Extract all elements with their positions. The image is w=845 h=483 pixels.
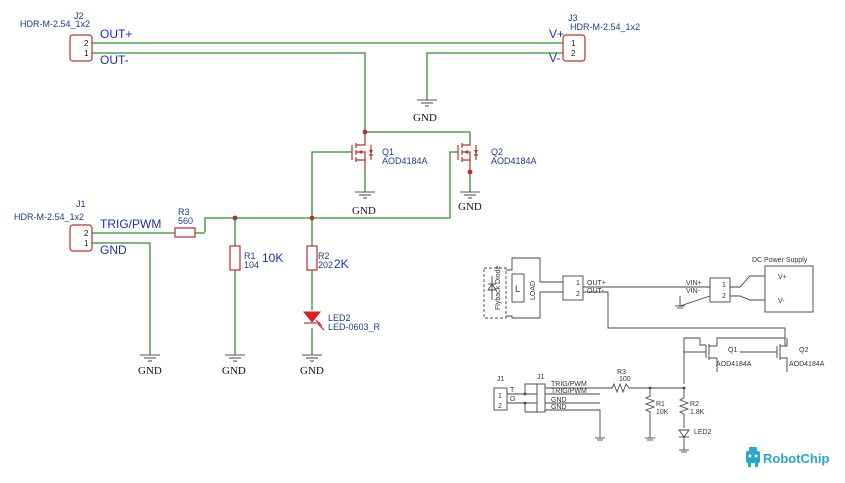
connector-j1: J1 HDR-M-2.54_1x2 2 1 TRIG/PWM GND bbox=[14, 199, 161, 257]
gnd-symbol-r1: GND bbox=[222, 354, 246, 377]
svg-text:2: 2 bbox=[498, 403, 502, 410]
j2-pin1: 1 bbox=[84, 49, 89, 58]
net-vplus: V+ bbox=[549, 27, 564, 41]
r1-value: 104 bbox=[244, 260, 259, 270]
j1-part: HDR-M-2.54_1x2 bbox=[14, 212, 84, 222]
j2-pin2: 2 bbox=[84, 39, 89, 48]
svg-text:LED2: LED2 bbox=[694, 429, 712, 436]
svg-text:GND: GND bbox=[413, 112, 437, 124]
mosfet-q2: Q2 AOD4184A bbox=[457, 143, 537, 170]
j1-pin2: 2 bbox=[84, 229, 89, 238]
brand-name: RobotChip bbox=[763, 451, 829, 466]
net-gnd: GND bbox=[100, 243, 127, 257]
inset-diagram: Flyback Diode L LOAD 1 2 OUT+ OUT- VIN+ … bbox=[483, 257, 825, 453]
svg-text:GND: GND bbox=[352, 205, 376, 217]
svg-text:T: T bbox=[510, 387, 515, 394]
inset-load-l: L bbox=[515, 284, 520, 294]
j3-ref: J3 bbox=[568, 13, 578, 23]
svg-text:10K: 10K bbox=[656, 409, 669, 416]
robot-icon bbox=[746, 447, 760, 467]
svg-text:Q2: Q2 bbox=[799, 347, 808, 354]
svg-text:1.8K: 1.8K bbox=[690, 409, 705, 416]
net-vminus: V- bbox=[549, 51, 560, 65]
inset-psu-vminus: V- bbox=[778, 298, 785, 305]
svg-text:1: 1 bbox=[576, 280, 580, 287]
led2-ref: LED2 bbox=[328, 313, 351, 323]
svg-text:J1: J1 bbox=[497, 376, 505, 383]
gnd-symbols: GND GND GND GND GND bbox=[138, 99, 482, 377]
connector-j3: J3 HDR-M-2.54_1x2 1 2 V+ V- bbox=[549, 13, 640, 65]
inset-out-plus: OUT+ bbox=[587, 280, 606, 287]
net-trig-pwm: TRIG/PWM bbox=[100, 217, 161, 231]
svg-text:GND: GND bbox=[458, 201, 482, 213]
connector-j2: J2 HDR-M-2.54_1x2 2 1 OUT+ OUT- bbox=[20, 11, 132, 67]
q2-ref: Q2 bbox=[491, 147, 503, 157]
svg-text:GND: GND bbox=[138, 365, 162, 377]
r2-note: 2K bbox=[334, 257, 349, 271]
j1-ref: J1 bbox=[76, 199, 86, 209]
resistor-r1: R1 104 10K bbox=[229, 245, 283, 271]
q1-ref: Q1 bbox=[382, 147, 394, 157]
inset-vin-minus: VIN- bbox=[686, 288, 701, 295]
inset-psu-label: DC Power Supply bbox=[752, 257, 808, 264]
mosfet-q1: Q1 AOD4184A bbox=[351, 132, 428, 170]
gnd-symbol-j3: GND bbox=[413, 99, 437, 124]
junction-dots bbox=[232, 129, 473, 221]
r1-ref: R1 bbox=[244, 251, 256, 261]
svg-text:R3: R3 bbox=[617, 369, 626, 376]
svg-text:GND: GND bbox=[551, 397, 567, 404]
svg-text:100: 100 bbox=[619, 376, 631, 383]
svg-text:TRIG/PWM: TRIG/PWM bbox=[551, 381, 587, 388]
gnd-symbol-q2: GND bbox=[458, 191, 482, 213]
q2-part: AOD4184A bbox=[491, 156, 537, 166]
net-out-minus: OUT- bbox=[100, 53, 129, 67]
r2-value: 202 bbox=[318, 260, 333, 270]
svg-text:AOD4184A: AOD4184A bbox=[789, 361, 825, 368]
j1-pin1: 1 bbox=[84, 239, 89, 248]
r3-ref: R3 bbox=[178, 207, 190, 217]
j3-part: HDR-M-2.54_1x2 bbox=[570, 22, 640, 32]
inset-psu-vplus: V+ bbox=[778, 274, 787, 281]
svg-text:R2: R2 bbox=[690, 401, 699, 408]
robotchip-logo: RobotChip bbox=[746, 447, 829, 467]
main-wires bbox=[92, 42, 563, 355]
resistor-r2: R2 202 2K bbox=[306, 245, 349, 271]
gnd-symbol-led: GND bbox=[300, 354, 324, 377]
led-led2: LED2 LED-0603_R bbox=[302, 311, 381, 332]
svg-text:2: 2 bbox=[722, 293, 726, 300]
gnd-symbol-q1: GND bbox=[352, 191, 376, 217]
q1-part: AOD4184A bbox=[382, 156, 428, 166]
j3-pin2: 2 bbox=[571, 49, 576, 58]
inset-flyback-label: Flyback Diode bbox=[495, 266, 502, 310]
svg-text:1: 1 bbox=[498, 393, 502, 400]
svg-text:Q1: Q1 bbox=[728, 347, 737, 354]
j2-part: HDR-M-2.54_1x2 bbox=[20, 19, 90, 29]
svg-text:2: 2 bbox=[576, 291, 580, 298]
svg-text:TRIG/PWM: TRIG/PWM bbox=[551, 388, 587, 395]
svg-text:J1: J1 bbox=[537, 374, 545, 381]
svg-text:1: 1 bbox=[722, 282, 726, 289]
led2-part: LED-0603_R bbox=[328, 322, 381, 332]
net-out-plus: OUT+ bbox=[100, 27, 132, 41]
gnd-symbol-j1: GND bbox=[138, 354, 162, 377]
svg-text:G: G bbox=[510, 396, 515, 403]
r2-ref: R2 bbox=[318, 251, 330, 261]
j3-pin1: 1 bbox=[571, 39, 576, 48]
r3-value: 560 bbox=[178, 216, 193, 226]
svg-text:AOD4184A: AOD4184A bbox=[716, 361, 752, 368]
inset-out-minus: OUT- bbox=[587, 288, 604, 295]
j2-ref: J2 bbox=[74, 11, 84, 21]
inset-load: LOAD bbox=[530, 281, 537, 300]
resistor-r3: R3 560 bbox=[174, 207, 205, 238]
r1-note: 10K bbox=[262, 251, 283, 265]
svg-text:GND: GND bbox=[222, 365, 246, 377]
svg-text:GND: GND bbox=[551, 404, 567, 411]
inset-vin-plus: VIN+ bbox=[686, 280, 702, 287]
svg-text:GND: GND bbox=[300, 365, 324, 377]
svg-text:R1: R1 bbox=[656, 401, 665, 408]
